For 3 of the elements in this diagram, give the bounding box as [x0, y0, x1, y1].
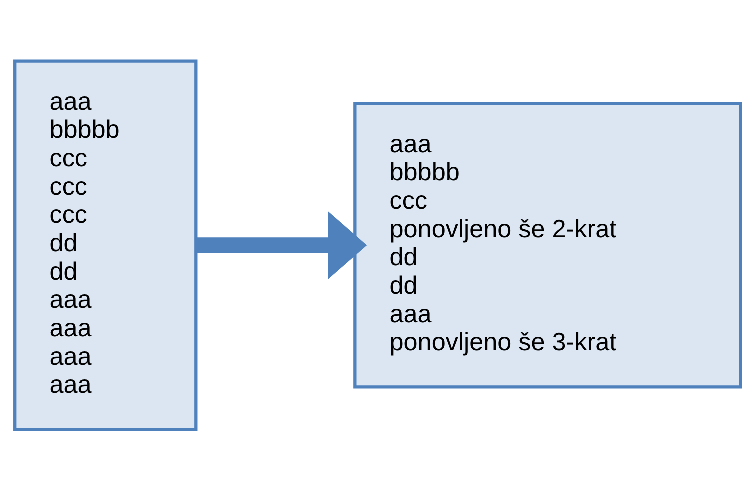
node-box: aaa bbbbb ccc ccc ccc dd dd aaa aaa aaa aaa — [14, 59, 198, 431]
arrow — [196, 211, 368, 279]
node-box: aaa bbbbb ccc ponovljeno še 2-krat dd dd aaa ponovljeno še 3-krat — [354, 102, 742, 388]
